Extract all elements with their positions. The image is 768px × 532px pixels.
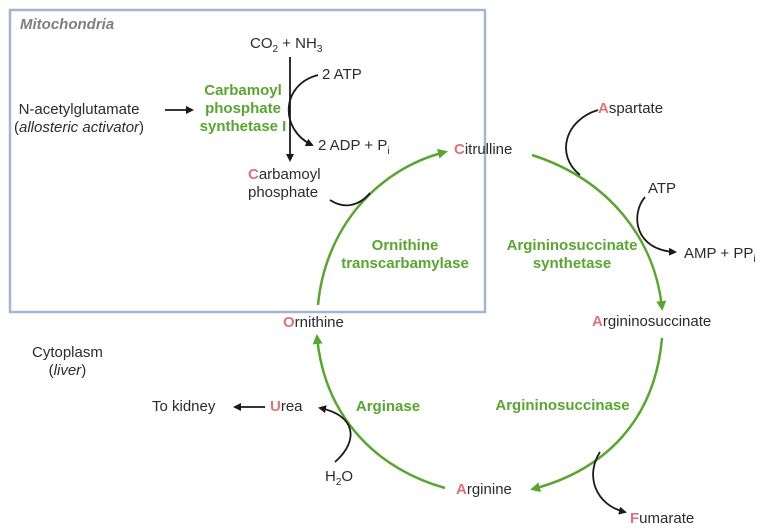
arrow-fumarate-release [592, 451, 627, 515]
amp-ppi-label: AMP + PPi [684, 245, 756, 265]
mitochondria-label: Mitochondria [20, 16, 115, 33]
water-label: H2O [325, 468, 354, 488]
ornithine-label: Ornithine [283, 314, 344, 331]
arrow-carbamoyl-phosphate-join [329, 192, 371, 207]
argininosuccinate-label: Argininosuccinate [592, 313, 712, 330]
arrow-atp-to-amp [636, 196, 677, 256]
nag-label: N-acetylglutamate (allosteric activator) [14, 101, 145, 136]
atp-input-label: 2 ATP [322, 66, 362, 83]
enzyme-cps1: Carbamoyl phosphate synthetase I [199, 82, 287, 135]
arc-arginine-to-ornithine [312, 334, 446, 490]
mitochondria-boundary [8, 8, 487, 314]
arc-citrulline-to-argininosuccinate [531, 153, 667, 311]
arrow-aspartate-join [565, 109, 599, 176]
arrow-atp-to-adp [287, 74, 319, 147]
arginine-label: Arginine [456, 481, 512, 498]
cytoplasm-label: Cytoplasm (liver) [32, 344, 103, 379]
co2-nh3-label: CO2 + NH3 [250, 35, 323, 55]
adp-output-label: 2 ADP + Pi [318, 137, 390, 157]
fumarate-label: Fumarate [630, 510, 695, 527]
enzyme-otc: Ornithine transcarbamylase [341, 237, 469, 272]
enzyme-ass: Argininosuccinate synthetase [506, 237, 638, 272]
arrow-water-to-urea [318, 405, 352, 463]
urea-label: Urea [270, 398, 303, 415]
arc-argininosuccinate-to-arginine [530, 337, 664, 493]
aspartate-label: Aspartate [598, 100, 664, 117]
enzyme-asl: Argininosuccinase [495, 397, 630, 414]
to-kidney-label: To kidney [152, 398, 216, 415]
carbamoyl-phosphate-label: Carbamoyl phosphate [248, 166, 321, 201]
arc-ornithine-to-citrulline [316, 148, 448, 306]
atp-label: ATP [648, 180, 677, 197]
citrulline-label: Citrulline [454, 141, 513, 158]
enzyme-arginase: Arginase [355, 398, 421, 415]
